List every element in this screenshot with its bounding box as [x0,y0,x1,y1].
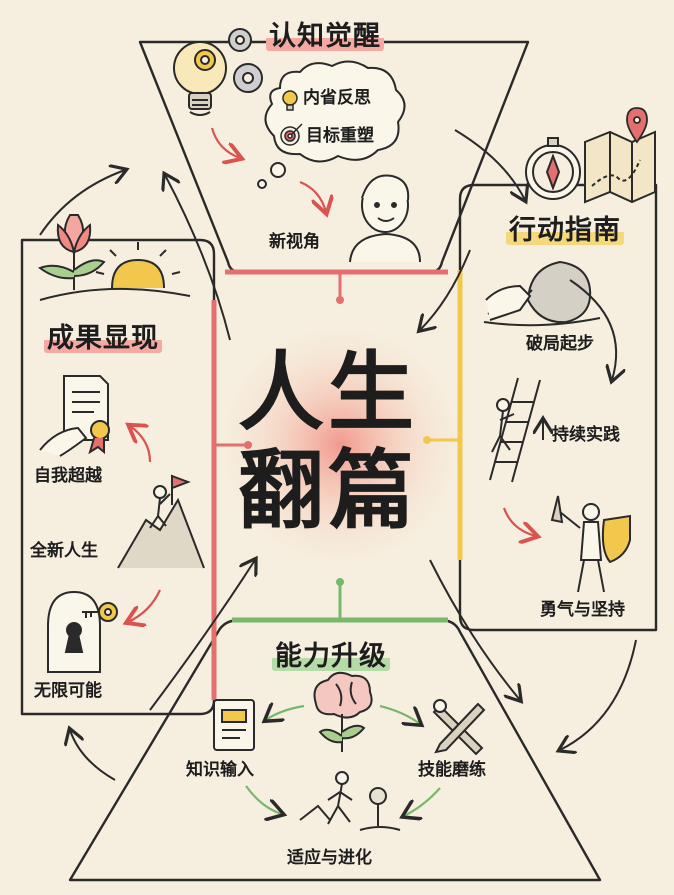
book-icon [213,699,255,751]
knight-shield-icon [550,495,631,593]
keyhole-icon [47,590,101,673]
map-icon [584,130,656,204]
action-item-breakthrough: 破局起步 [526,334,594,354]
ladder-climber-icon [489,377,541,483]
cognition-item-introspection: 内省反思 [303,88,371,108]
walking-person-icon [299,771,401,831]
thought-cloud [264,60,406,163]
center-title-line2: 翻篇 [238,440,418,541]
ability-title: 能力升级 [272,642,390,671]
center-title-line1: 人生 [238,342,418,443]
person-face-icon [349,174,421,263]
location-pin-icon [626,107,648,144]
result-item-new-life: 全新人生 [30,541,98,561]
mini-bulb-icon [282,90,298,111]
center-glow [205,310,475,580]
flow-arrow-right-bottom [560,639,637,750]
gear-icon [228,28,263,93]
ability-item-knowledge: 知识输入 [186,760,254,780]
target-icon [280,123,303,146]
flow-arrow-top-right [454,129,525,200]
brain-plant-icon [313,671,373,752]
cognition-item-goal-reshape: 目标重塑 [306,126,374,146]
action-title: 行动指南 [506,216,624,245]
cognition-title: 认知觉醒 [266,22,384,51]
flow-arrow-left-top [39,170,125,236]
ability-item-adapt: 适应与进化 [287,848,372,868]
action-item-practice: 持续实践 [552,425,620,445]
compass-icon [525,137,581,200]
ability-item-skills: 技能磨练 [418,760,486,780]
hand-pushing-rock-icon [483,260,601,327]
action-panel [458,183,658,632]
action-item-courage: 勇气与坚持 [540,600,625,620]
result-title: 成果显现 [44,324,162,353]
flow-arrow-bottom-left [70,730,116,781]
mountain-climber-icon [117,474,205,569]
certificate-icon [39,375,110,457]
sunrise-icon [39,242,191,301]
key-icon [82,602,118,622]
result-item-possibilities: 无限可能 [34,681,102,701]
gear-icon [194,49,216,71]
cognition-item-new-perspective: 新视角 [269,232,320,252]
result-item-transcend: 自我超越 [34,466,102,486]
lotus-flower-icon [37,214,106,290]
tools-icon [432,699,486,756]
